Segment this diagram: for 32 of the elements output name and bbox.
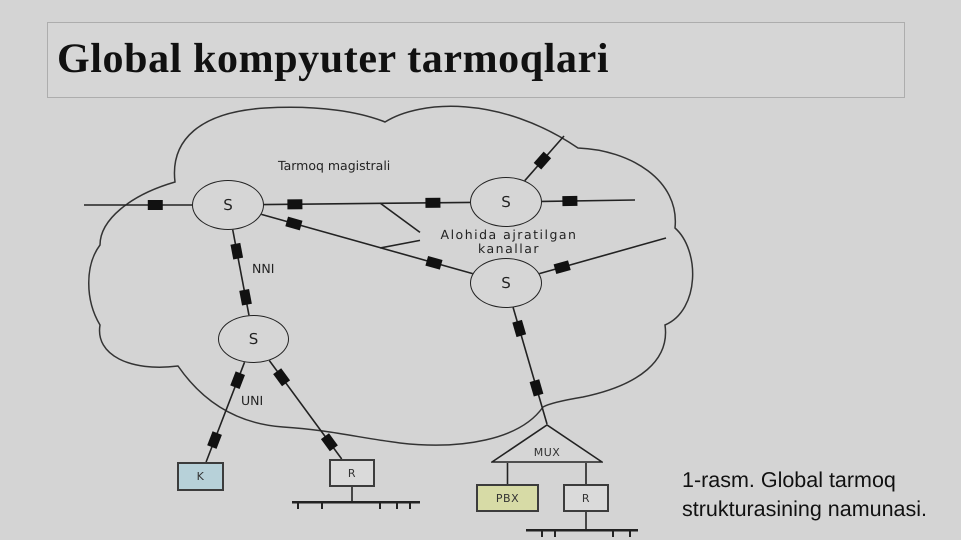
switch-node: S	[218, 315, 289, 363]
switch-node: S	[470, 258, 542, 308]
interface-label: NNI	[252, 261, 274, 276]
bus-line	[526, 529, 638, 537]
link-line	[542, 199, 636, 202]
leader-line	[380, 202, 420, 234]
pbx-node: PBX	[476, 484, 539, 512]
bus-line	[292, 501, 420, 509]
link-line	[539, 237, 666, 274]
link-line	[261, 214, 473, 274]
caption: 1-rasm. Global tarmoq strukturasining namunasi.	[682, 467, 928, 523]
link-line	[585, 512, 587, 529]
link-line	[84, 204, 192, 206]
switch-node: S	[470, 177, 542, 227]
backbone-label: Tarmoq magistrali	[278, 158, 390, 173]
link-line	[351, 487, 353, 501]
annotation-text: Alohida ajratilgan kanallar	[420, 226, 598, 258]
link-line	[524, 135, 565, 182]
router-node: R	[329, 459, 375, 487]
multiplexer-triangle: MUX	[491, 424, 603, 463]
interface-label: UNI	[241, 393, 264, 408]
router-node: R	[563, 484, 609, 512]
link-line	[232, 230, 250, 316]
title: Global kompyuter tarmoqlari	[57, 36, 610, 83]
link-line	[205, 362, 246, 462]
terminal-node: K	[177, 462, 224, 491]
link-line	[512, 307, 548, 424]
link-line	[585, 463, 587, 484]
link-line	[506, 463, 508, 484]
switch-node: S	[192, 180, 264, 230]
leader-line	[380, 240, 420, 249]
link-line	[264, 202, 470, 206]
